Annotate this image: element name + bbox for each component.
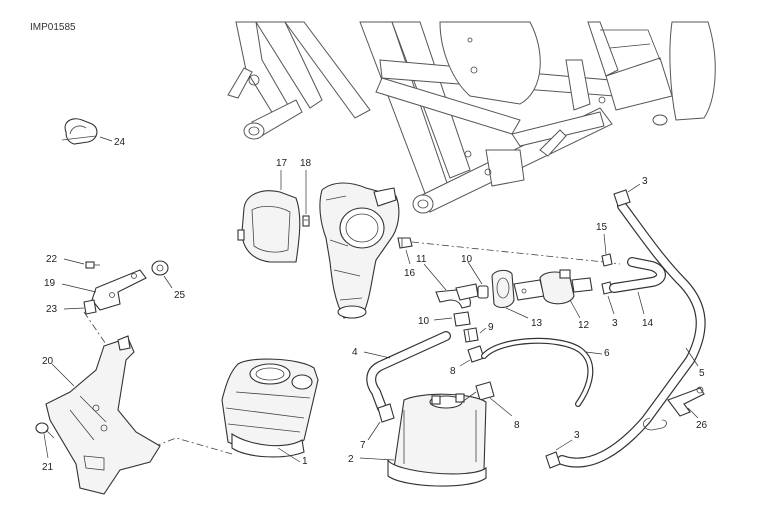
label-15: 15 [596, 222, 608, 233]
label-14: 14 [642, 318, 654, 329]
part-18-clip [302, 215, 310, 227]
part-4-hose [366, 331, 451, 413]
label-18: 18 [300, 158, 312, 169]
part-13-valve-holder [491, 269, 515, 309]
frame-assembly [227, 21, 716, 214]
label-26: 26 [696, 420, 708, 431]
label-13: 13 [531, 318, 543, 329]
label-3a: 3 [642, 176, 648, 187]
part-22-screw [85, 261, 100, 269]
part-6-hose [481, 337, 594, 407]
part-15-clamp [601, 253, 613, 267]
label-2: 2 [348, 454, 354, 465]
label-17: 17 [276, 158, 288, 169]
part-17-rubber-boot [237, 190, 301, 263]
part-10-connector-bottom [453, 311, 471, 327]
part-1-airbox-lower [221, 358, 319, 458]
label-11: 11 [416, 254, 427, 265]
part-5-long-hose [557, 201, 706, 468]
label-10b: 10 [418, 316, 430, 327]
part-7-connector [377, 403, 395, 423]
label-25: 25 [174, 290, 186, 301]
part-19-bracket [91, 269, 147, 311]
label-19: 19 [44, 278, 56, 289]
label-7: 7 [360, 440, 366, 451]
part-16-fitting [397, 237, 413, 249]
label-10a: 10 [461, 254, 473, 265]
label-21: 21 [42, 462, 54, 473]
intake-manifold [319, 182, 400, 319]
label-3c: 3 [574, 430, 580, 441]
label-4: 4 [352, 347, 358, 358]
part-8-connector-upper [467, 345, 485, 363]
label-3b: 3 [612, 318, 618, 329]
label-8a: 8 [450, 366, 456, 377]
part-24-hose-clip [61, 118, 98, 145]
part-8-connector-lower [475, 381, 495, 401]
label-20: 20 [42, 356, 54, 367]
part-3-clamp-bottom [545, 451, 561, 469]
part-2-charcoal-canister [387, 391, 487, 487]
part-3-clamp-top [613, 189, 631, 207]
label-22: 22 [46, 254, 58, 265]
label-6: 6 [604, 348, 610, 359]
part-20-lower-bracket [45, 335, 161, 495]
label-1: 1 [302, 456, 308, 467]
diagram-code: IMP01585 [30, 22, 76, 33]
part-21-screw [35, 422, 55, 439]
part-10-connector-top [477, 285, 489, 299]
label-8b: 8 [514, 420, 520, 431]
label-24: 24 [114, 137, 126, 148]
label-23: 23 [46, 304, 58, 315]
part-14-hose [609, 257, 666, 293]
part-23-nut [83, 299, 97, 315]
part-9-fitting [463, 327, 479, 343]
label-5: 5 [699, 368, 705, 379]
label-9: 9 [488, 322, 494, 333]
part-25-grommet [151, 260, 169, 276]
part-26-bracket [643, 386, 705, 431]
label-16: 16 [404, 268, 416, 279]
part-12-purge-valve [513, 269, 593, 305]
label-12: 12 [578, 320, 590, 331]
part-11-elbow-fitting [435, 283, 479, 309]
